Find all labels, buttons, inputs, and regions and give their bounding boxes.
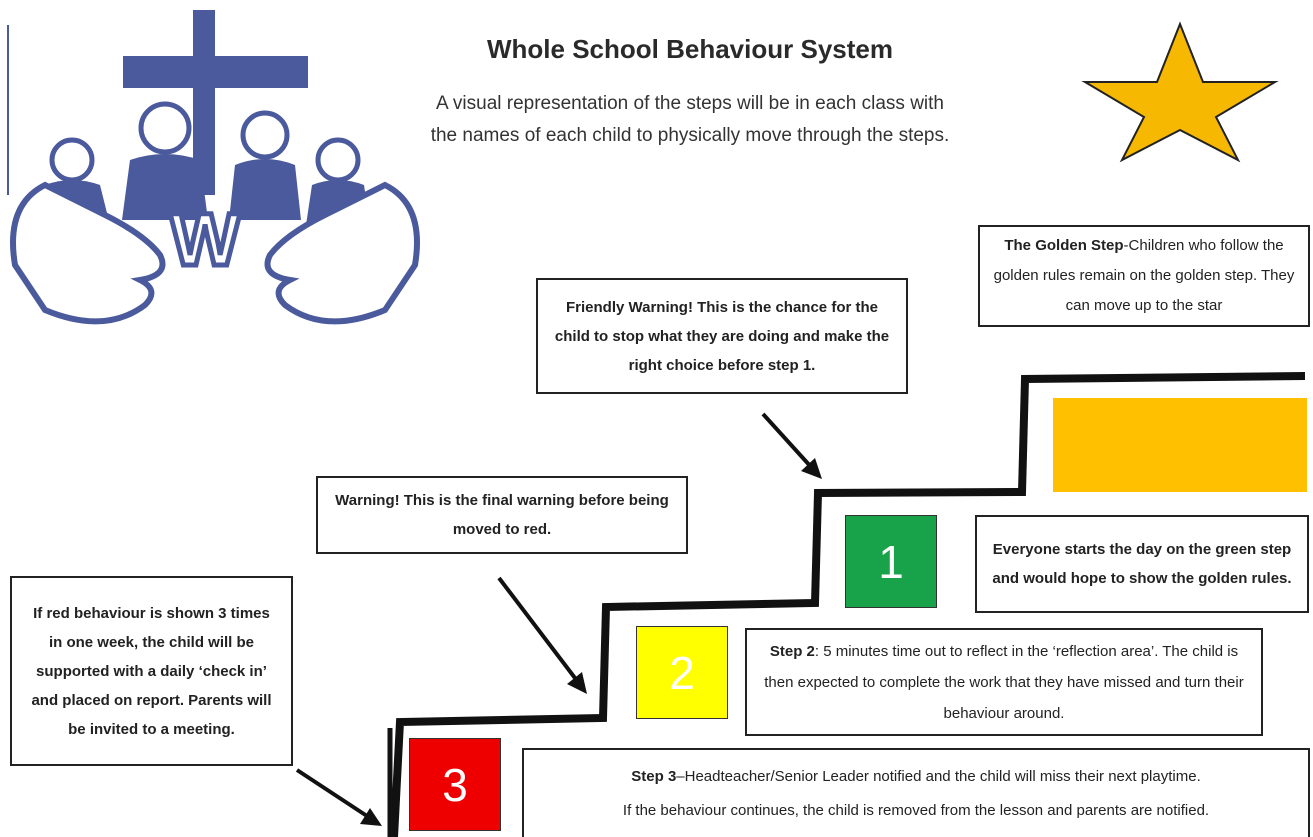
page-subtitle: A visual representation of the steps wil… (430, 93, 950, 146)
logo-letter: W (170, 198, 240, 281)
step-2-box: Step 2: 5 minutes time out to reflect in… (745, 628, 1263, 736)
school-logo: W (7, 10, 420, 325)
report-box: If red behaviour is shown 3 times in one… (10, 576, 293, 766)
step-3-square: 3 (409, 738, 501, 831)
warning-box: Warning! This is the final warning befor… (316, 476, 688, 554)
step-2-label: Step 2 (769, 642, 815, 660)
step-3-text: –Headteacher/Senior Leader notified and … (676, 767, 1201, 785)
golden-step-box: The Golden Step-Children who follow the … (978, 225, 1310, 327)
star-icon (1081, 21, 1279, 163)
step-3-box: Step 3–Headteacher/Senior Leader notifie… (522, 748, 1310, 837)
page-title: Whole School Behaviour System (487, 34, 893, 64)
staircase-outline (390, 372, 1306, 837)
step-3-label: Step 3 (631, 767, 677, 785)
golden-step-text: -Children who follow the golden rules re… (993, 237, 1295, 314)
step-3-text-2: If the behaviour continues, the child is… (622, 801, 1210, 819)
friendly-warning-box: Friendly Warning! This is the chance for… (536, 278, 908, 394)
golden-step-block (1053, 398, 1307, 492)
step-1-square: 1 (845, 515, 937, 608)
step-2-square: 2 (636, 626, 728, 719)
step-2-text: : 5 minutes time out to reflect in the ‘… (764, 642, 1244, 722)
step-1-box: Everyone starts the day on the green ste… (975, 515, 1309, 613)
golden-step-label: The Golden Step (1004, 237, 1124, 254)
arrows (295, 412, 822, 826)
